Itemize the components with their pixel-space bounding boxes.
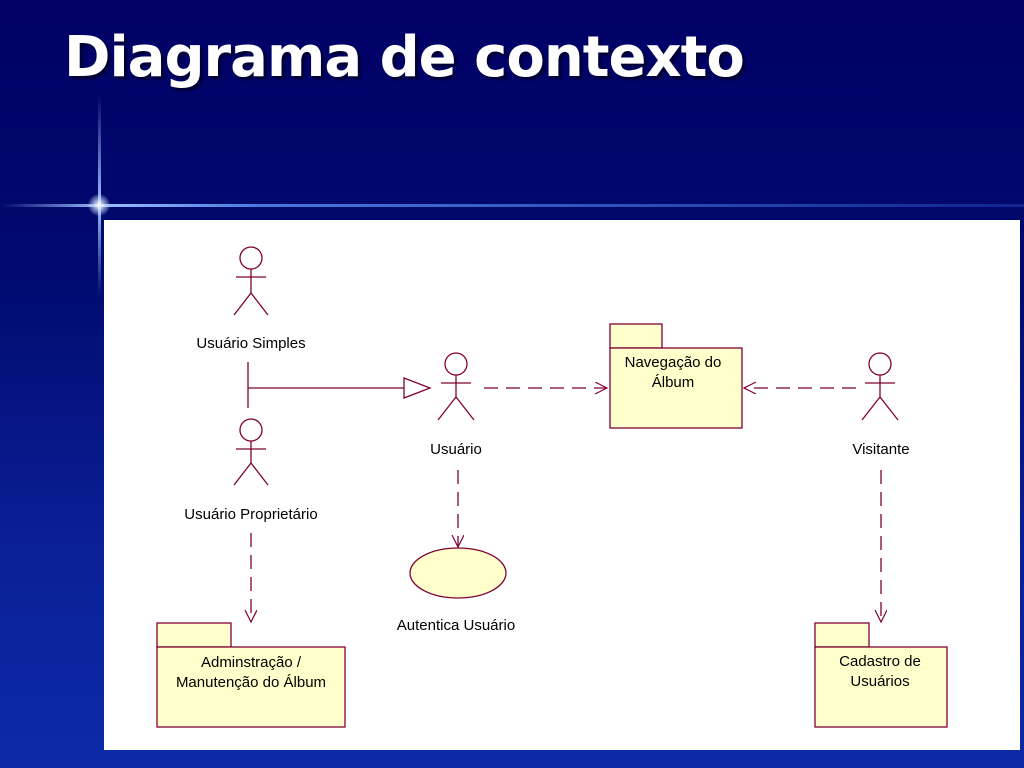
package-label-administracao-line1: Adminstração / xyxy=(201,654,302,671)
star-glow xyxy=(88,194,110,216)
slide-title: Diagrama de contexto xyxy=(64,25,745,90)
generalization-connector xyxy=(247,362,432,408)
actor-label-visitante: Visitante xyxy=(852,441,909,458)
actor-label-usuario: Usuário xyxy=(430,441,482,458)
package-label-cadastro-line1: Cadastro de xyxy=(839,653,921,670)
package-label-cadastro-line2: Usuários xyxy=(850,673,909,690)
package-cadastro-usuarios xyxy=(814,622,948,728)
actor-label-usuario-simples: Usuário Simples xyxy=(196,335,305,352)
package-label-navegacao-line2: Álbum xyxy=(652,374,695,391)
actor-usuario-simples xyxy=(233,246,269,316)
package-label-administracao-line2: Manutenção do Álbum xyxy=(176,674,326,691)
package-label-navegacao-line1: Navegação do xyxy=(625,354,722,371)
actor-usuario xyxy=(437,352,475,421)
usecase-autentica-usuario xyxy=(409,547,507,599)
actor-label-usuario-proprietario: Usuário Proprietário xyxy=(184,506,317,523)
actor-usuario-proprietario xyxy=(233,418,269,486)
horizontal-light-line xyxy=(0,204,1024,207)
usecase-label-autentica: Autentica Usuário xyxy=(397,617,515,634)
package-navegacao-album xyxy=(609,323,743,429)
context-diagram: Usuário Simples Usuário Proprietário Usu… xyxy=(156,246,948,728)
package-administracao xyxy=(156,622,346,728)
actor-visitante xyxy=(861,352,899,421)
diagram-canvas: Usuário Simples Usuário Proprietário Usu… xyxy=(104,220,1020,750)
